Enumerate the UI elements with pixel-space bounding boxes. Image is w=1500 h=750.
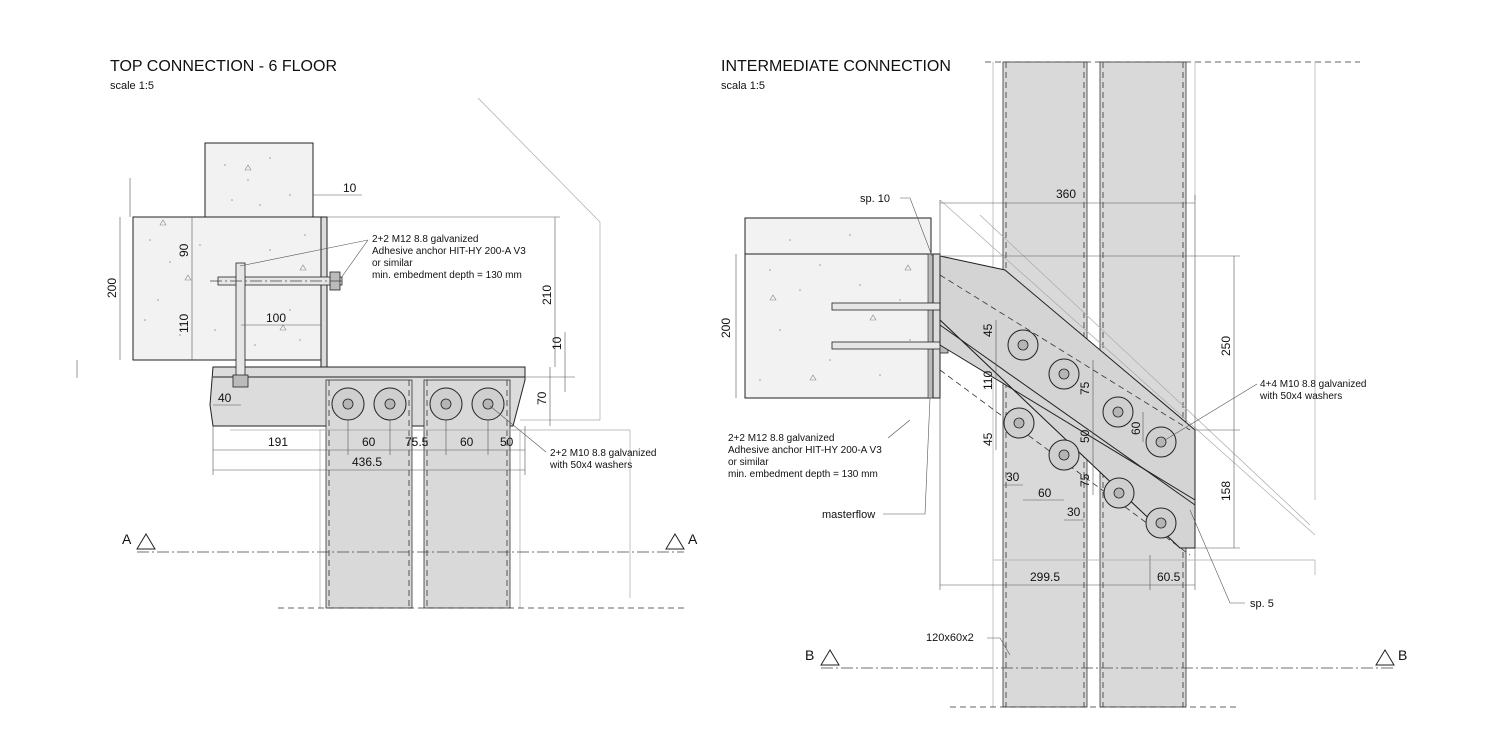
steel-end-plate	[320, 216, 328, 368]
top-connection-title: TOP CONNECTION - 6 FLOOR	[110, 58, 337, 75]
dim-label: 10	[343, 181, 357, 195]
leader-line	[340, 239, 369, 279]
tube-size-label: 120x60x2	[926, 632, 974, 644]
bolt-note-line: 2+2 M10 8.8 galvanized	[550, 448, 656, 459]
dim-label: 200	[719, 318, 733, 338]
construction-line	[993, 559, 1316, 575]
concrete-slab	[132, 216, 322, 361]
dim-label: 40	[218, 391, 232, 405]
dim-label: 45	[981, 323, 995, 337]
section-label-a-left: A	[122, 531, 132, 547]
anchor-note-line: 2+2 M12 8.8 galvanized	[728, 433, 834, 444]
dim-label: 90	[177, 243, 191, 257]
section-label-b-right: B	[1398, 647, 1407, 663]
top-connection-detail: TOP CONNECTION - 6 FLOOR scale 1:5	[76, 58, 698, 609]
sp10-label: sp. 10	[860, 193, 890, 205]
anchor-rod	[831, 302, 945, 311]
concrete-wall-upper	[204, 142, 314, 218]
dim-label: 100	[266, 311, 286, 325]
bolt-head	[384, 398, 396, 410]
construction-line	[477, 97, 601, 421]
intermediate-connection-title: INTERMEDIATE CONNECTION	[721, 58, 951, 75]
leader-line	[239, 239, 369, 267]
sp5-label: sp. 5	[1250, 598, 1274, 610]
anchor-note-line: Adhesive anchor HIT-HY 200-A V3	[728, 445, 882, 456]
dim-label: 210	[540, 285, 554, 305]
end-plate	[932, 253, 941, 399]
dim-label: 60	[460, 435, 474, 449]
masterflow-grout	[927, 253, 934, 399]
dim-label: 30	[1067, 505, 1081, 519]
concrete-hatch	[144, 157, 307, 346]
section-label-b-left: B	[805, 647, 814, 663]
bolt-note-line: with 50x4 washers	[549, 460, 632, 471]
anchor-note-line: Adhesive anchor HIT-HY 200-A V3	[372, 246, 526, 257]
dim-label: 75.5	[405, 435, 429, 449]
leader-line	[489, 405, 547, 453]
section-marker-icon	[665, 533, 685, 550]
dim-label: 60	[1038, 486, 1052, 500]
leader-line	[987, 637, 1011, 656]
dim-label: 158	[1219, 481, 1233, 501]
anchor-note-line: or similar	[728, 457, 769, 468]
intermediate-connection-detail: INTERMEDIATE CONNECTION scala 1:5	[719, 58, 1407, 708]
bolt-note-line: 4+4 M10 8.8 galvanized	[1260, 379, 1366, 390]
anchor-note-line: 2+2 M12 8.8 galvanized	[372, 234, 478, 245]
dim-label: 110	[981, 371, 995, 390]
anchor-rod	[831, 341, 945, 350]
leader-line	[883, 397, 931, 515]
leader-line	[1164, 383, 1258, 441]
anchor-note-line: or similar	[372, 258, 413, 269]
dim-label: 75	[1078, 473, 1092, 487]
dim-label: 75	[1078, 381, 1092, 395]
dim-label: 10	[550, 336, 564, 350]
concrete-slab-top	[744, 217, 932, 255]
top-connection-scale: scale 1:5	[110, 80, 154, 92]
vertical-anchor-nut	[232, 374, 249, 388]
concrete-hatch	[759, 234, 912, 381]
section-marker-icon	[820, 649, 840, 666]
section-marker-icon	[1375, 649, 1395, 666]
masterflow-label: masterflow	[822, 509, 875, 521]
dim-label: 250	[1219, 336, 1233, 356]
dim-label: 60	[362, 435, 376, 449]
dim-label: 70	[535, 391, 549, 405]
dim-label: 191	[268, 435, 288, 449]
bolt-group	[1003, 329, 1177, 539]
dim-label: 45	[981, 432, 995, 446]
section-label-a-right: A	[688, 531, 698, 547]
leader-line	[887, 419, 911, 439]
dim-label: 110	[177, 314, 191, 333]
leader-line	[1189, 509, 1245, 604]
dim-label: 200	[105, 278, 119, 298]
tube-outline	[230, 429, 631, 598]
dim-label: 50	[1078, 429, 1092, 443]
gusset-hidden-line	[939, 274, 1191, 431]
bolt-head	[342, 398, 354, 410]
dim-label: 60	[1129, 421, 1143, 435]
dim-label: 360	[1056, 187, 1076, 201]
construction-line	[979, 214, 1311, 526]
dim-label: 299.5	[1030, 570, 1060, 584]
bolt-group	[331, 387, 505, 421]
dim-label: 50	[500, 435, 514, 449]
bolt-head	[440, 398, 452, 410]
dim-label: 30	[1006, 470, 1020, 484]
diagonal-stiffener	[939, 324, 1196, 506]
leader-line	[900, 197, 933, 257]
dim-label: 436.5	[352, 455, 382, 469]
concrete-slab	[744, 253, 932, 399]
anchor-note-line: min. embedment depth = 130 mm	[728, 469, 878, 480]
section-marker-icon	[136, 533, 156, 550]
bolt-note-line: with 50x4 washers	[1259, 391, 1342, 402]
anchor-note-line: min. embedment depth = 130 mm	[372, 270, 522, 281]
dim-label: 60.5	[1157, 570, 1181, 584]
intermediate-connection-scale: scala 1:5	[721, 80, 765, 92]
